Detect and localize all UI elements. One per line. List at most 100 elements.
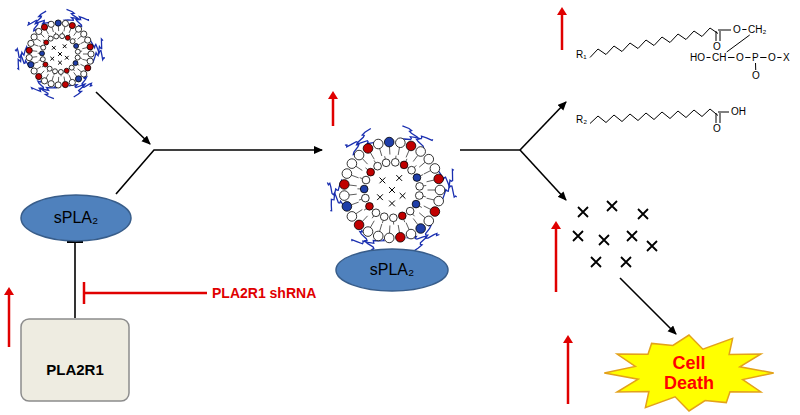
lipid-head xyxy=(48,81,54,87)
bond xyxy=(777,57,781,58)
lipid-tail xyxy=(349,194,357,196)
lipid-tail xyxy=(364,209,366,211)
receptor-box: PLA2R1 xyxy=(20,318,130,402)
lipid-tail xyxy=(82,48,87,49)
lipid-head xyxy=(360,185,368,193)
lipid-tail xyxy=(80,64,84,66)
lipid-head xyxy=(363,144,373,154)
bond xyxy=(755,63,756,70)
lipid-head xyxy=(412,200,420,208)
lipid-tail xyxy=(372,216,374,218)
lipid-tail xyxy=(78,36,82,39)
lipid-tail xyxy=(58,77,59,82)
double-bond xyxy=(716,31,717,41)
lipid-head xyxy=(62,81,68,87)
lipid-head xyxy=(416,224,426,234)
drug-cross xyxy=(607,201,617,211)
node-label: Cell Death xyxy=(657,353,721,393)
drug-cross xyxy=(647,241,657,251)
lipid-head xyxy=(54,34,59,39)
lipid-head xyxy=(413,174,421,182)
lipid-head xyxy=(55,20,61,26)
text-holder: sPLA₂ xyxy=(322,248,462,292)
lipid-head xyxy=(406,141,416,151)
lipid-head xyxy=(73,61,78,66)
lipid-head xyxy=(374,162,382,170)
lipid-tail xyxy=(80,41,84,43)
shrna-inhibition-bar xyxy=(83,282,86,304)
inhibitor-label: PLA2R1 shRNA xyxy=(212,285,316,301)
drug-cross xyxy=(573,231,583,241)
lipid-head xyxy=(384,233,394,243)
atom-label: O xyxy=(733,24,741,35)
lipid-tail xyxy=(362,216,367,222)
lipid-tail xyxy=(398,225,399,233)
atom-label: R₁ xyxy=(576,49,587,60)
lipid-tail xyxy=(82,59,87,60)
double-bond xyxy=(716,113,717,123)
polymer-strand xyxy=(441,169,454,199)
lipid-tail xyxy=(419,206,421,207)
lipid-tail xyxy=(406,150,409,157)
enzyme-ellipse: sPLA₂ xyxy=(20,194,132,242)
lipid-head xyxy=(65,35,70,40)
shrna-inhibition-line xyxy=(84,292,207,295)
lipid-head xyxy=(41,45,46,50)
drug-mark xyxy=(58,61,62,65)
increase-arrow xyxy=(332,96,335,126)
bond xyxy=(760,57,766,58)
lipid-head xyxy=(362,176,370,184)
lipid-tail xyxy=(424,171,431,174)
atom-label: CH₂ xyxy=(748,24,766,35)
atom-label: HO xyxy=(690,52,705,63)
product-arrow xyxy=(520,150,566,200)
double-bond xyxy=(720,31,721,41)
lipid-tail xyxy=(374,160,375,162)
drug-mark xyxy=(400,193,406,199)
node-outline xyxy=(20,318,130,402)
lipid-head xyxy=(70,39,75,44)
drug-mark xyxy=(63,44,67,48)
lipid-head xyxy=(398,212,406,220)
bond xyxy=(745,57,750,58)
node-label: sPLA₂ xyxy=(54,209,98,227)
lipid-tail xyxy=(32,50,37,52)
lipid-head xyxy=(354,150,364,160)
lipid-head xyxy=(26,47,32,53)
connector xyxy=(74,242,76,318)
lipid-head xyxy=(340,191,350,201)
lipid-head xyxy=(47,66,52,71)
lipid-head xyxy=(396,232,406,242)
lipid-tail xyxy=(37,39,41,42)
atom-label: O xyxy=(768,52,776,63)
lipid-head xyxy=(81,71,87,77)
drug-cross xyxy=(638,209,648,219)
drug-cross xyxy=(578,207,588,217)
drug-mark xyxy=(389,201,395,207)
lipid-head xyxy=(28,40,34,46)
lipid-tail xyxy=(427,198,434,200)
ellipse-outline xyxy=(21,195,131,241)
lipid-head xyxy=(342,169,352,179)
drug-mark xyxy=(65,56,69,60)
lipid-tail xyxy=(419,213,425,218)
bond xyxy=(718,30,731,31)
lipid-head xyxy=(434,174,444,184)
lipid-head xyxy=(85,37,91,43)
drug-cross xyxy=(591,257,601,267)
lipid-head xyxy=(41,78,47,84)
lipid-head xyxy=(347,159,357,169)
lipid-head xyxy=(75,26,81,32)
lipid-tail xyxy=(74,72,77,76)
enzyme-liposome-complex: sPLA₂ xyxy=(322,128,462,292)
polymer-strand xyxy=(67,9,82,27)
lipid-head xyxy=(366,202,374,210)
atom-label: O xyxy=(752,70,760,81)
lipid-head xyxy=(88,51,94,57)
lipid-head xyxy=(31,34,37,40)
lipid-tail xyxy=(69,75,71,80)
lipid-tail xyxy=(428,190,436,191)
lipid-head xyxy=(406,229,416,239)
lipid-head xyxy=(372,209,380,217)
